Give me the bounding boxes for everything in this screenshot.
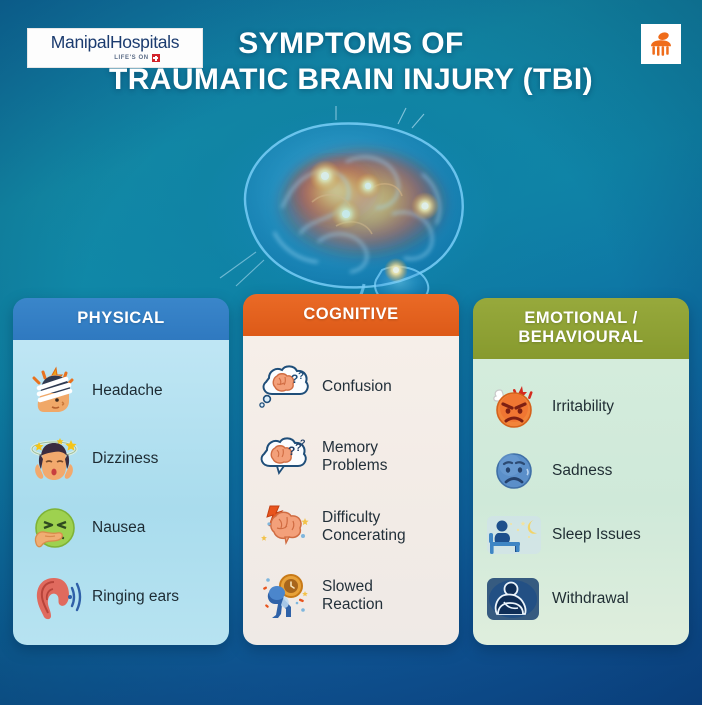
red-cross-icon bbox=[151, 54, 160, 63]
list-item-label: Sleep Issues bbox=[552, 526, 641, 544]
list-item-label: Nausea bbox=[92, 519, 146, 537]
card-emotional-items: Irritability bbox=[473, 359, 689, 646]
manipal-hospitals-logo: ManipalHospitals LIFE'S ON bbox=[27, 28, 203, 68]
symptom-cards: PHYSICAL bbox=[0, 294, 702, 646]
angry-face-icon bbox=[485, 380, 543, 434]
manipal-orange-logo-icon bbox=[651, 32, 671, 56]
ear-sound-waves-icon bbox=[25, 570, 83, 624]
svg-text:?: ? bbox=[300, 438, 306, 448]
brain-thought-cloud-question-icon: ? ? bbox=[255, 360, 313, 414]
slow-person-clock-icon bbox=[255, 569, 313, 623]
list-item: Difficulty Concerating bbox=[255, 495, 449, 559]
logo-tagline-row: LIFE'S ON bbox=[114, 54, 160, 63]
person-on-bed-moon-icon bbox=[485, 508, 543, 562]
green-nauseated-face-icon bbox=[25, 501, 83, 555]
title-line-1: SYMPTOMS OF bbox=[238, 27, 464, 60]
title-line-2: TRAUMATIC BRAIN INJURY (TBI) bbox=[109, 63, 593, 97]
card-emotional: EMOTIONAL / BEHAVIOURAL bbox=[473, 298, 689, 646]
list-item-label: Difficulty Concerating bbox=[322, 508, 406, 544]
list-item-label: Confusion bbox=[322, 378, 392, 396]
list-item-label: Ringing ears bbox=[92, 587, 180, 605]
list-item: Headache bbox=[25, 359, 219, 423]
svg-text:?: ? bbox=[295, 442, 302, 454]
list-item-label: Withdrawal bbox=[552, 590, 629, 608]
svg-text:?: ? bbox=[288, 444, 295, 458]
bandaged-head-icon bbox=[25, 364, 83, 418]
list-item: ? ? ? Memory Problems bbox=[255, 425, 449, 489]
curled-up-person-icon bbox=[485, 572, 543, 626]
list-item-label: Irritability bbox=[552, 398, 615, 416]
dizzy-head-stars-icon bbox=[25, 432, 83, 486]
card-cognitive: COGNITIVE bbox=[243, 294, 459, 646]
svg-text:?: ? bbox=[291, 372, 298, 386]
list-item-label: Slowed Reaction bbox=[322, 578, 384, 614]
list-item: Nausea bbox=[25, 496, 219, 560]
list-item: ? ? Confusion bbox=[255, 355, 449, 419]
brand-badge bbox=[641, 24, 681, 64]
list-item-label: Dizziness bbox=[92, 450, 159, 468]
logo-wordmark: ManipalHospitals bbox=[50, 31, 180, 52]
card-emotional-title: EMOTIONAL / BEHAVIOURAL bbox=[473, 298, 689, 360]
list-item-label: Sadness bbox=[552, 462, 613, 480]
list-item: Ringing ears bbox=[25, 565, 219, 629]
card-physical-title: PHYSICAL bbox=[13, 298, 229, 341]
svg-text:?: ? bbox=[298, 371, 304, 382]
list-item: Sleep Issues bbox=[485, 503, 679, 567]
list-item: Withdrawal bbox=[485, 567, 679, 631]
list-item: Dizziness bbox=[25, 427, 219, 491]
list-item: Sadness bbox=[485, 439, 679, 503]
list-item: Slowed Reaction bbox=[255, 564, 449, 628]
card-physical-items: Headache bbox=[13, 340, 229, 646]
brain-thought-cloud-questions-icon: ? ? ? bbox=[255, 430, 313, 484]
card-cognitive-items: ? ? Confusion bbox=[243, 336, 459, 646]
list-item-label: Headache bbox=[92, 381, 163, 399]
poster-title: SYMPTOMS OF TRAUMATIC BRAIN INJURY (TBI) bbox=[0, 26, 702, 100]
brain-illustration bbox=[146, 67, 556, 352]
list-item-label: Memory Problems bbox=[322, 438, 388, 474]
glowing-brain-illustration bbox=[219, 106, 464, 311]
sad-face-icon bbox=[485, 444, 543, 498]
logo-tagline: LIFE'S ON bbox=[114, 55, 149, 62]
list-item: Irritability bbox=[485, 375, 679, 439]
card-physical: PHYSICAL bbox=[13, 298, 229, 646]
brain-lightning-icon bbox=[255, 500, 313, 554]
card-cognitive-title: COGNITIVE bbox=[243, 294, 459, 337]
